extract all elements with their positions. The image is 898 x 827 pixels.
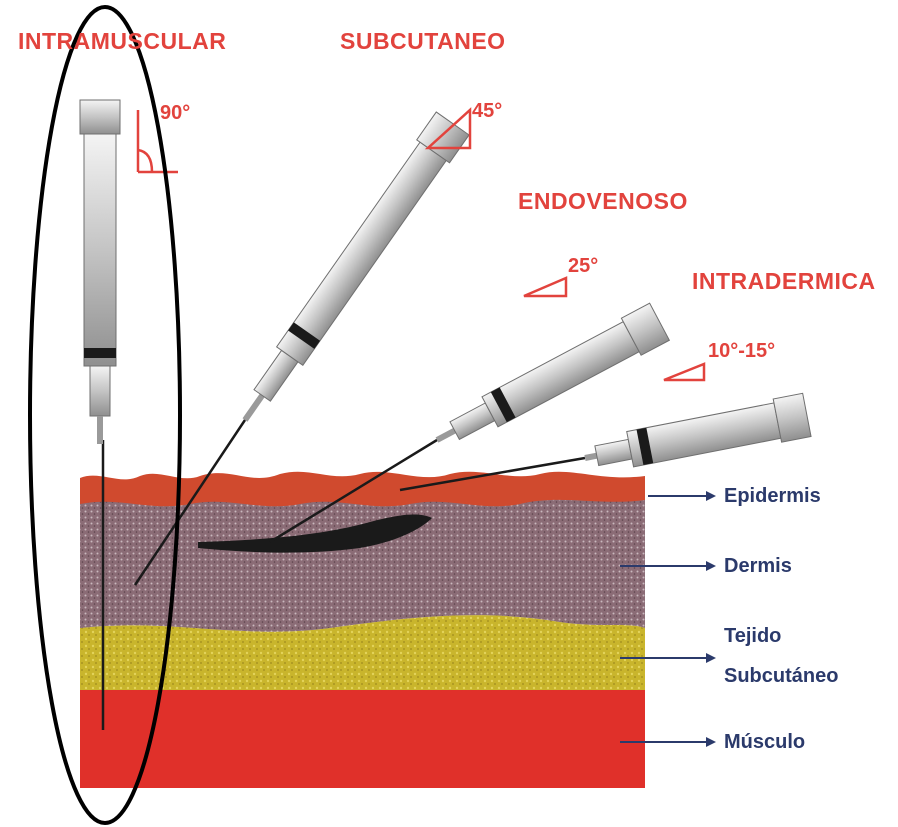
syringe-intramuscular (80, 100, 120, 444)
label-tejido: Tejido (724, 624, 781, 648)
skin-cross-section (80, 472, 645, 788)
label-epidermis: Epidermis (724, 484, 821, 508)
title-endovenoso: ENDOVENOSO (518, 188, 688, 215)
angle-icon-25 (524, 278, 566, 296)
syringe-subcutaneo (229, 112, 469, 431)
angle-icon-10-15 (664, 364, 704, 380)
label-subcutaneo: Subcutáneo (724, 664, 838, 688)
title-intramuscular: INTRAMUSCULAR (18, 28, 226, 55)
dermis-layer (80, 498, 645, 632)
title-intradermica: INTRADERMICA (692, 268, 876, 295)
angle-label-45: 45° (472, 100, 502, 123)
label-dermis: Dermis (724, 554, 792, 578)
muscle-layer (80, 690, 645, 788)
syringe-intradermica (581, 393, 811, 479)
title-subcutaneo: SUBCUTANEO (340, 28, 506, 55)
label-musculo: Músculo (724, 730, 805, 754)
angle-label-90: 90° (160, 102, 190, 125)
angle-label-25: 25° (568, 255, 598, 278)
angle-label-10-15: 10°-15° (708, 340, 775, 363)
